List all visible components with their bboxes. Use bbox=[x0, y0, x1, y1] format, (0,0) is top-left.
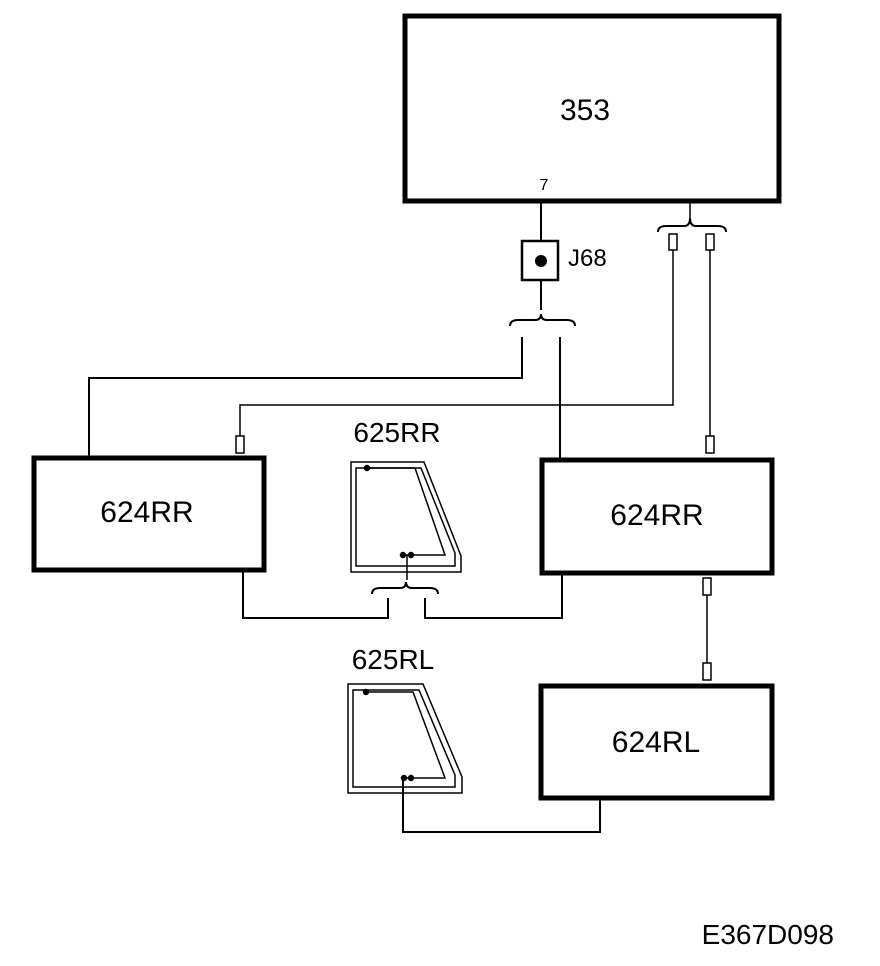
antenna-625rl-label: 625RL bbox=[352, 644, 435, 675]
pin-label: 7 bbox=[540, 177, 549, 194]
module-353-label: 353 bbox=[560, 94, 610, 127]
module-353-box bbox=[402, 13, 782, 204]
wire-625rl-to-624rl bbox=[402, 780, 601, 833]
module-624rl-box bbox=[538, 683, 775, 801]
plug-icon bbox=[702, 577, 712, 596]
plug-icon bbox=[702, 662, 712, 681]
split-brace-j68 bbox=[509, 313, 576, 327]
wire-j68-to-624rr-left bbox=[88, 337, 523, 458]
module-624rl-label: 624RL bbox=[612, 726, 700, 759]
antenna-625rr-glass bbox=[350, 461, 462, 580]
wire-353-to-624rr-left bbox=[239, 250, 674, 436]
plug-icon bbox=[235, 435, 245, 454]
antenna-625rr-label: 625RR bbox=[353, 417, 440, 448]
module-624rr-left-box bbox=[31, 455, 267, 573]
split-brace-353-cable bbox=[657, 217, 727, 233]
module-624rr-right-box bbox=[539, 457, 775, 576]
j68-junction-dot bbox=[535, 255, 547, 267]
module-624rr-left-label: 624RR bbox=[100, 496, 193, 529]
plug-icon bbox=[705, 233, 715, 251]
j68-label: J68 bbox=[568, 245, 607, 272]
figure-code: E367D098 bbox=[702, 919, 834, 950]
plug-icon bbox=[705, 435, 715, 454]
antenna-625rl-glass bbox=[347, 683, 463, 794]
split-brace-625rr bbox=[371, 581, 439, 595]
wire-624rr-right-to-625rr bbox=[424, 573, 563, 619]
plug-icon bbox=[668, 233, 678, 251]
wire-624rr-left-to-625rr bbox=[242, 570, 389, 619]
module-624rr-right-label: 624RR bbox=[610, 499, 703, 532]
